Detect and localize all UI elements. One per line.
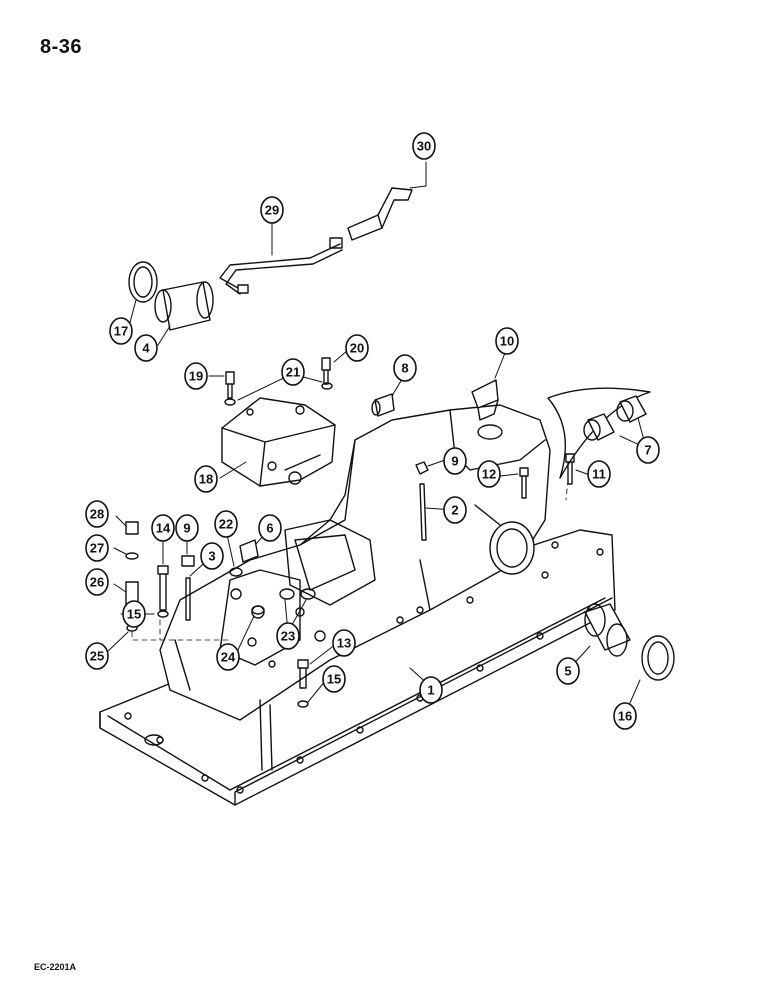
callout-2: 2 — [443, 496, 467, 524]
callout-20: 20 — [345, 334, 369, 362]
callout-label: 13 — [337, 636, 351, 651]
callout-label: 3 — [208, 549, 215, 564]
callout-label: 27 — [90, 541, 104, 556]
callout-label: 30 — [417, 139, 431, 154]
callout-9: 9 — [443, 447, 467, 475]
sleeve-right — [584, 603, 675, 681]
callout-16: 16 — [613, 702, 637, 730]
callouts: 1234567899101112131415151617181920212223… — [85, 132, 660, 730]
callout-label: 23 — [281, 629, 295, 644]
callout-label: 26 — [90, 575, 104, 590]
callout-6: 6 — [258, 514, 282, 542]
callout-10: 10 — [495, 327, 519, 355]
fitting — [374, 393, 395, 417]
callout-21: 21 — [281, 358, 305, 386]
callout-24: 24 — [216, 643, 240, 671]
fasteners — [125, 357, 575, 708]
callout-label: 21 — [286, 365, 300, 380]
callout-label: 24 — [221, 650, 236, 665]
callout-label: 19 — [189, 369, 203, 384]
callout-14: 14 — [151, 514, 175, 542]
callout-label: 14 — [156, 521, 171, 536]
callout-19: 19 — [184, 362, 208, 390]
figure-code: EC-2201A — [34, 962, 77, 972]
callout-label: 5 — [564, 664, 571, 679]
pipe — [219, 243, 341, 289]
cylinder-sleeve — [128, 261, 214, 331]
callout-27: 27 — [85, 534, 109, 562]
callout-5: 5 — [556, 657, 580, 685]
callout-25: 25 — [85, 642, 109, 670]
callout-label: 22 — [219, 517, 233, 532]
bracket — [347, 214, 383, 241]
callout-label: 12 — [482, 467, 496, 482]
callout-label: 6 — [266, 521, 273, 536]
callout-22: 22 — [214, 510, 238, 538]
callout-12: 12 — [477, 460, 501, 488]
callout-7: 7 — [636, 436, 660, 464]
callout-label: 20 — [350, 341, 364, 356]
callout-label: 17 — [114, 324, 128, 339]
callout-label: 15 — [327, 672, 341, 687]
callout-label: 7 — [644, 443, 651, 458]
callout-11: 11 — [587, 460, 611, 488]
page-number: 8-36 — [40, 36, 83, 58]
callout-26: 26 — [85, 568, 109, 596]
callout-4: 4 — [134, 334, 158, 362]
callout-label: 25 — [90, 649, 104, 664]
callout-29: 29 — [260, 196, 284, 224]
callout-30: 30 — [412, 132, 436, 160]
callout-label: 28 — [90, 507, 104, 522]
control-valve — [221, 397, 336, 487]
callout-label: 15 — [127, 607, 141, 622]
callout-label: 4 — [142, 341, 150, 356]
callout-23: 23 — [276, 622, 300, 650]
callout-17: 17 — [109, 317, 133, 345]
callout-label: 18 — [199, 472, 213, 487]
callout-15: 15 — [322, 665, 346, 693]
callout-9: 9 — [175, 514, 199, 542]
callout-1: 1 — [419, 676, 443, 704]
callout-label: 10 — [500, 334, 514, 349]
callout-label: 9 — [451, 454, 458, 469]
callout-18: 18 — [194, 465, 218, 493]
housing-body — [159, 404, 551, 771]
callout-13: 13 — [332, 629, 356, 657]
callout-3: 3 — [200, 542, 224, 570]
callout-label: 1 — [427, 683, 434, 698]
callout-8: 8 — [393, 354, 417, 382]
callout-28: 28 — [85, 500, 109, 528]
callout-label: 11 — [592, 467, 606, 482]
housing-base-plate — [99, 529, 616, 806]
bushing-pair — [583, 395, 647, 441]
callout-label: 9 — [183, 521, 190, 536]
callout-label: 16 — [618, 709, 632, 724]
callout-15: 15 — [122, 600, 146, 628]
plug — [471, 379, 499, 409]
callout-label: 2 — [451, 503, 458, 518]
callout-label: 8 — [401, 361, 408, 376]
callout-label: 29 — [265, 203, 279, 218]
